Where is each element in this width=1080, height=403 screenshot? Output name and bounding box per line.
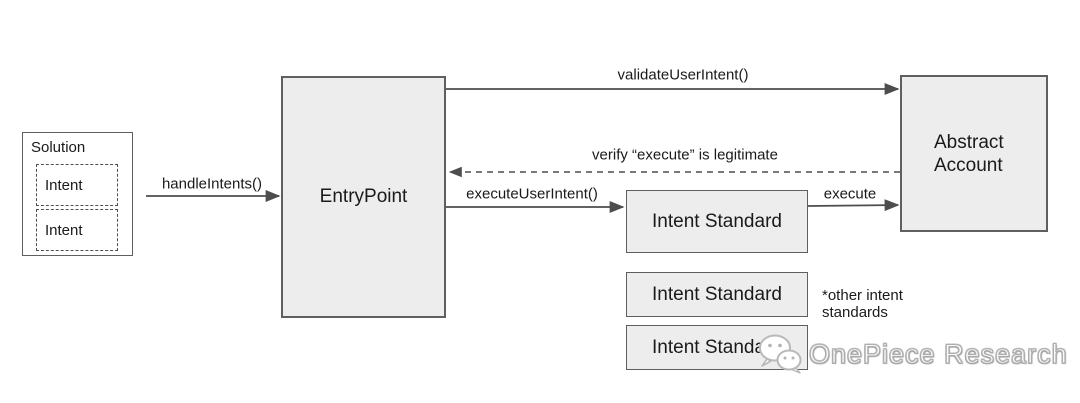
intent-standard-label-3: Intent Standard bbox=[652, 336, 782, 358]
abstract-account-label: Abstract Account bbox=[934, 131, 1004, 176]
entrypoint-label: EntryPoint bbox=[319, 186, 408, 207]
wechat-icon bbox=[759, 334, 802, 374]
intent-standard-box-1: Intent Standard bbox=[626, 190, 808, 253]
intent-label-2: Intent bbox=[45, 221, 83, 239]
execute-arrow bbox=[807, 199, 900, 212]
execute-label: execute bbox=[823, 185, 877, 203]
solution-label: Solution bbox=[31, 139, 86, 156]
watermark: OnePiece Research bbox=[756, 330, 1068, 378]
intent-box-1: Intent bbox=[36, 164, 118, 206]
intent-standard-label-2: Intent Standard bbox=[652, 283, 782, 305]
intent-standard-label-1: Intent Standard bbox=[652, 210, 782, 232]
execute-user-intent-label: executeUserIntent() bbox=[466, 185, 598, 203]
solution-box: Solution Intent Intent bbox=[22, 132, 133, 256]
intent-box-2: Intent bbox=[36, 209, 118, 251]
intent-standard-box-2: Intent Standard bbox=[626, 272, 808, 317]
other-standards-note: *other intent standards bbox=[822, 287, 903, 321]
intent-label-1: Intent bbox=[45, 176, 83, 194]
verify-execute-label: verify “execute” is legitimate bbox=[592, 146, 778, 164]
abstract-account-box: Abstract Account bbox=[900, 75, 1048, 232]
validate-user-intent-label: validateUserIntent() bbox=[617, 66, 749, 84]
watermark-text: OnePiece Research bbox=[809, 338, 1068, 369]
handle-intents-label: handleIntents() bbox=[161, 175, 263, 193]
entrypoint-box: EntryPoint bbox=[281, 76, 446, 318]
